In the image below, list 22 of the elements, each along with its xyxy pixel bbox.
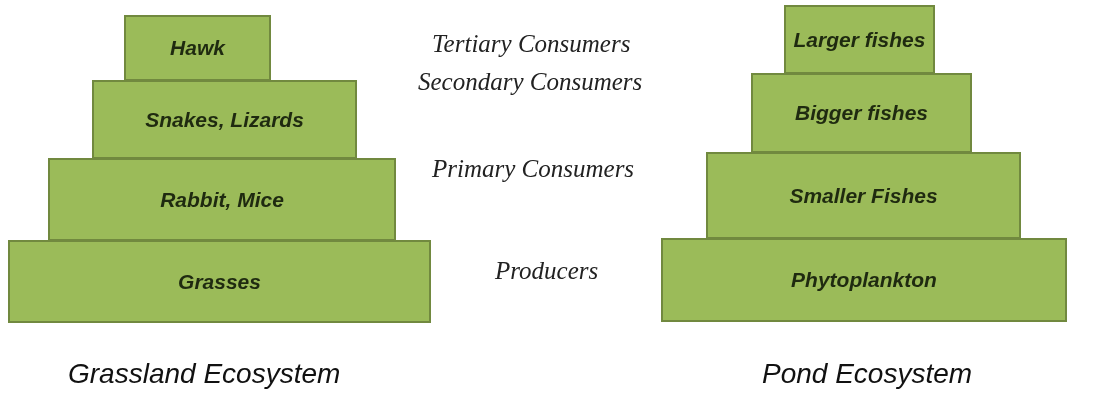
pyramid-tier bbox=[661, 238, 1067, 322]
pyramid-caption: Pond Ecosystem bbox=[762, 358, 973, 390]
pyramid-tier bbox=[8, 240, 431, 323]
trophic-level-label: Producers bbox=[495, 257, 599, 285]
trophic-level-label: Primary Consumers bbox=[432, 155, 635, 183]
tier-label: Phytoplankton bbox=[791, 268, 937, 292]
trophic-level-label: Secondary Consumers bbox=[418, 68, 643, 96]
tier-label: Bigger fishes bbox=[794, 101, 928, 125]
pyramid-tier bbox=[784, 5, 935, 74]
tier-label: Smaller Fishes bbox=[789, 183, 938, 208]
tier-label: Rabbit, Mice bbox=[160, 187, 284, 212]
pyramid-tier bbox=[751, 73, 972, 153]
pyramid-tier bbox=[706, 152, 1021, 239]
pyramid-tier bbox=[124, 15, 271, 81]
tier-label: Snakes, Lizards bbox=[145, 107, 304, 132]
pyramid-tier bbox=[48, 158, 396, 241]
tier-label: Hawk bbox=[170, 36, 225, 60]
trophic-level-label: Tertiary Consumers bbox=[432, 30, 631, 58]
tier-label: Larger fishes bbox=[793, 27, 926, 52]
pyramid-tier bbox=[92, 80, 357, 159]
pyramid-caption: Grassland Ecosystem bbox=[68, 358, 341, 390]
tier-label: Grasses bbox=[178, 269, 261, 294]
